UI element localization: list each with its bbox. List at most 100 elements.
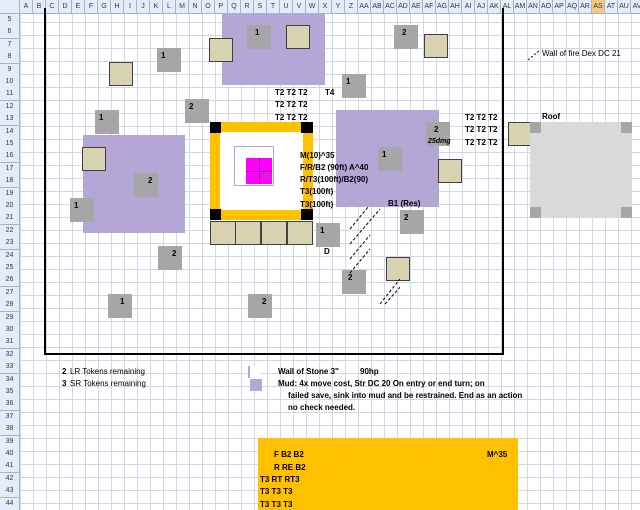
- column-header-w[interactable]: W: [306, 0, 319, 14]
- column-header-ae[interactable]: AE: [410, 0, 423, 14]
- row-header-27[interactable]: 27: [0, 286, 20, 300]
- column-header-t[interactable]: T: [267, 0, 280, 14]
- column-header-s[interactable]: S: [254, 0, 267, 14]
- column-header-au[interactable]: AU: [618, 0, 631, 14]
- row-header-17[interactable]: 17: [0, 162, 20, 176]
- column-header-ag[interactable]: AG: [436, 0, 449, 14]
- column-header-u[interactable]: U: [280, 0, 293, 14]
- column-header-h[interactable]: H: [111, 0, 124, 14]
- column-header-k[interactable]: K: [150, 0, 163, 14]
- column-header-aj[interactable]: AJ: [475, 0, 488, 14]
- column-header-v[interactable]: V: [293, 0, 306, 14]
- row-header-36[interactable]: 36: [0, 398, 20, 412]
- column-header-z[interactable]: Z: [345, 0, 358, 14]
- column-header-a[interactable]: A: [20, 0, 33, 14]
- token[interactable]: 1: [108, 294, 132, 318]
- column-header-ar[interactable]: AR: [579, 0, 592, 14]
- row-header-24[interactable]: 24: [0, 249, 20, 263]
- token[interactable]: 1: [247, 25, 271, 49]
- row-header-19[interactable]: 19: [0, 187, 20, 201]
- row-header-6[interactable]: 6: [0, 26, 20, 40]
- row-header-38[interactable]: 38: [0, 423, 20, 437]
- column-header-at[interactable]: AT: [605, 0, 618, 14]
- column-header-d[interactable]: D: [59, 0, 72, 14]
- token[interactable]: 2: [248, 294, 272, 318]
- row-header-16[interactable]: 16: [0, 150, 20, 164]
- column-header-x[interactable]: X: [319, 0, 332, 14]
- row-header-33[interactable]: 33: [0, 361, 20, 375]
- row-header-41[interactable]: 41: [0, 460, 20, 474]
- column-header-y[interactable]: Y: [332, 0, 345, 14]
- token[interactable]: 1: [378, 147, 402, 171]
- row-header-22[interactable]: 22: [0, 224, 20, 238]
- row-header-44[interactable]: 44: [0, 497, 20, 510]
- row-header-28[interactable]: 28: [0, 299, 20, 313]
- column-header-j[interactable]: J: [137, 0, 150, 14]
- row-header-39[interactable]: 39: [0, 435, 20, 449]
- row-header-15[interactable]: 15: [0, 138, 20, 151]
- token[interactable]: 2: [400, 210, 424, 234]
- row-header-21[interactable]: 21: [0, 212, 20, 226]
- column-header-ao[interactable]: AO: [540, 0, 553, 14]
- token[interactable]: 2: [342, 270, 366, 294]
- row-header-18[interactable]: 18: [0, 175, 20, 189]
- column-header-ad[interactable]: AD: [397, 0, 410, 14]
- row-header-20[interactable]: 20: [0, 200, 20, 213]
- column-header-r[interactable]: R: [241, 0, 254, 14]
- row-header-10[interactable]: 10: [0, 76, 20, 89]
- token[interactable]: 1: [157, 48, 181, 72]
- row-header-34[interactable]: 34: [0, 373, 20, 387]
- column-header-b[interactable]: B: [33, 0, 46, 14]
- column-header-ai[interactable]: AI: [462, 0, 475, 14]
- row-header-8[interactable]: 8: [0, 51, 20, 65]
- column-header-an[interactable]: AN: [527, 0, 540, 14]
- row-header-12[interactable]: 12: [0, 100, 20, 114]
- row-header-40[interactable]: 40: [0, 448, 20, 461]
- column-header-m[interactable]: M: [176, 0, 189, 14]
- row-header-9[interactable]: 9: [0, 63, 20, 77]
- cell-grid[interactable]: 25 1 2 1 2 1 2 1 2 1 1 1 2 2 1 2 2: [20, 8, 640, 510]
- column-header-e[interactable]: E: [72, 0, 85, 14]
- row-header-30[interactable]: 30: [0, 324, 20, 337]
- column-header-av[interactable]: AV: [631, 0, 640, 14]
- row-header-43[interactable]: 43: [0, 485, 20, 499]
- row-header-37[interactable]: 37: [0, 410, 20, 424]
- column-header-q[interactable]: Q: [228, 0, 241, 14]
- row-header-7[interactable]: 7: [0, 38, 20, 52]
- column-header-aa[interactable]: AA: [358, 0, 371, 14]
- column-header-f[interactable]: F: [85, 0, 98, 14]
- column-header-o[interactable]: O: [202, 0, 215, 14]
- column-header-al[interactable]: AL: [501, 0, 514, 14]
- row-header-35[interactable]: 35: [0, 386, 20, 399]
- token[interactable]: 1: [70, 198, 94, 222]
- row-header-32[interactable]: 32: [0, 348, 20, 362]
- token[interactable]: 1: [95, 110, 119, 134]
- row-header-26[interactable]: 26: [0, 274, 20, 288]
- token[interactable]: 2: [394, 25, 418, 49]
- column-header-p[interactable]: P: [215, 0, 228, 14]
- column-header-l[interactable]: L: [163, 0, 176, 14]
- row-header-42[interactable]: 42: [0, 472, 20, 486]
- token[interactable]: 2: [134, 173, 158, 197]
- token[interactable]: 2: [185, 99, 209, 123]
- column-header-g[interactable]: G: [98, 0, 111, 14]
- row-header-13[interactable]: 13: [0, 113, 20, 127]
- row-header-23[interactable]: 23: [0, 237, 20, 251]
- row-header-14[interactable]: 14: [0, 125, 20, 139]
- column-header-c[interactable]: C: [46, 0, 59, 14]
- row-header-31[interactable]: 31: [0, 336, 20, 350]
- column-header-am[interactable]: AM: [514, 0, 527, 14]
- token[interactable]: 1: [316, 223, 340, 247]
- column-header-as[interactable]: AS: [592, 0, 605, 14]
- column-header-ah[interactable]: AH: [449, 0, 462, 14]
- row-header-11[interactable]: 11: [0, 88, 20, 102]
- token[interactable]: 1: [342, 74, 366, 98]
- column-header-n[interactable]: N: [189, 0, 202, 14]
- row-header-25[interactable]: 25: [0, 262, 20, 275]
- column-header-af[interactable]: AF: [423, 0, 436, 14]
- token[interactable]: 2: [158, 246, 182, 270]
- select-all-corner[interactable]: [0, 0, 20, 14]
- row-header-29[interactable]: 29: [0, 311, 20, 325]
- row-header-5[interactable]: 5: [0, 14, 20, 27]
- column-header-aq[interactable]: AQ: [566, 0, 579, 14]
